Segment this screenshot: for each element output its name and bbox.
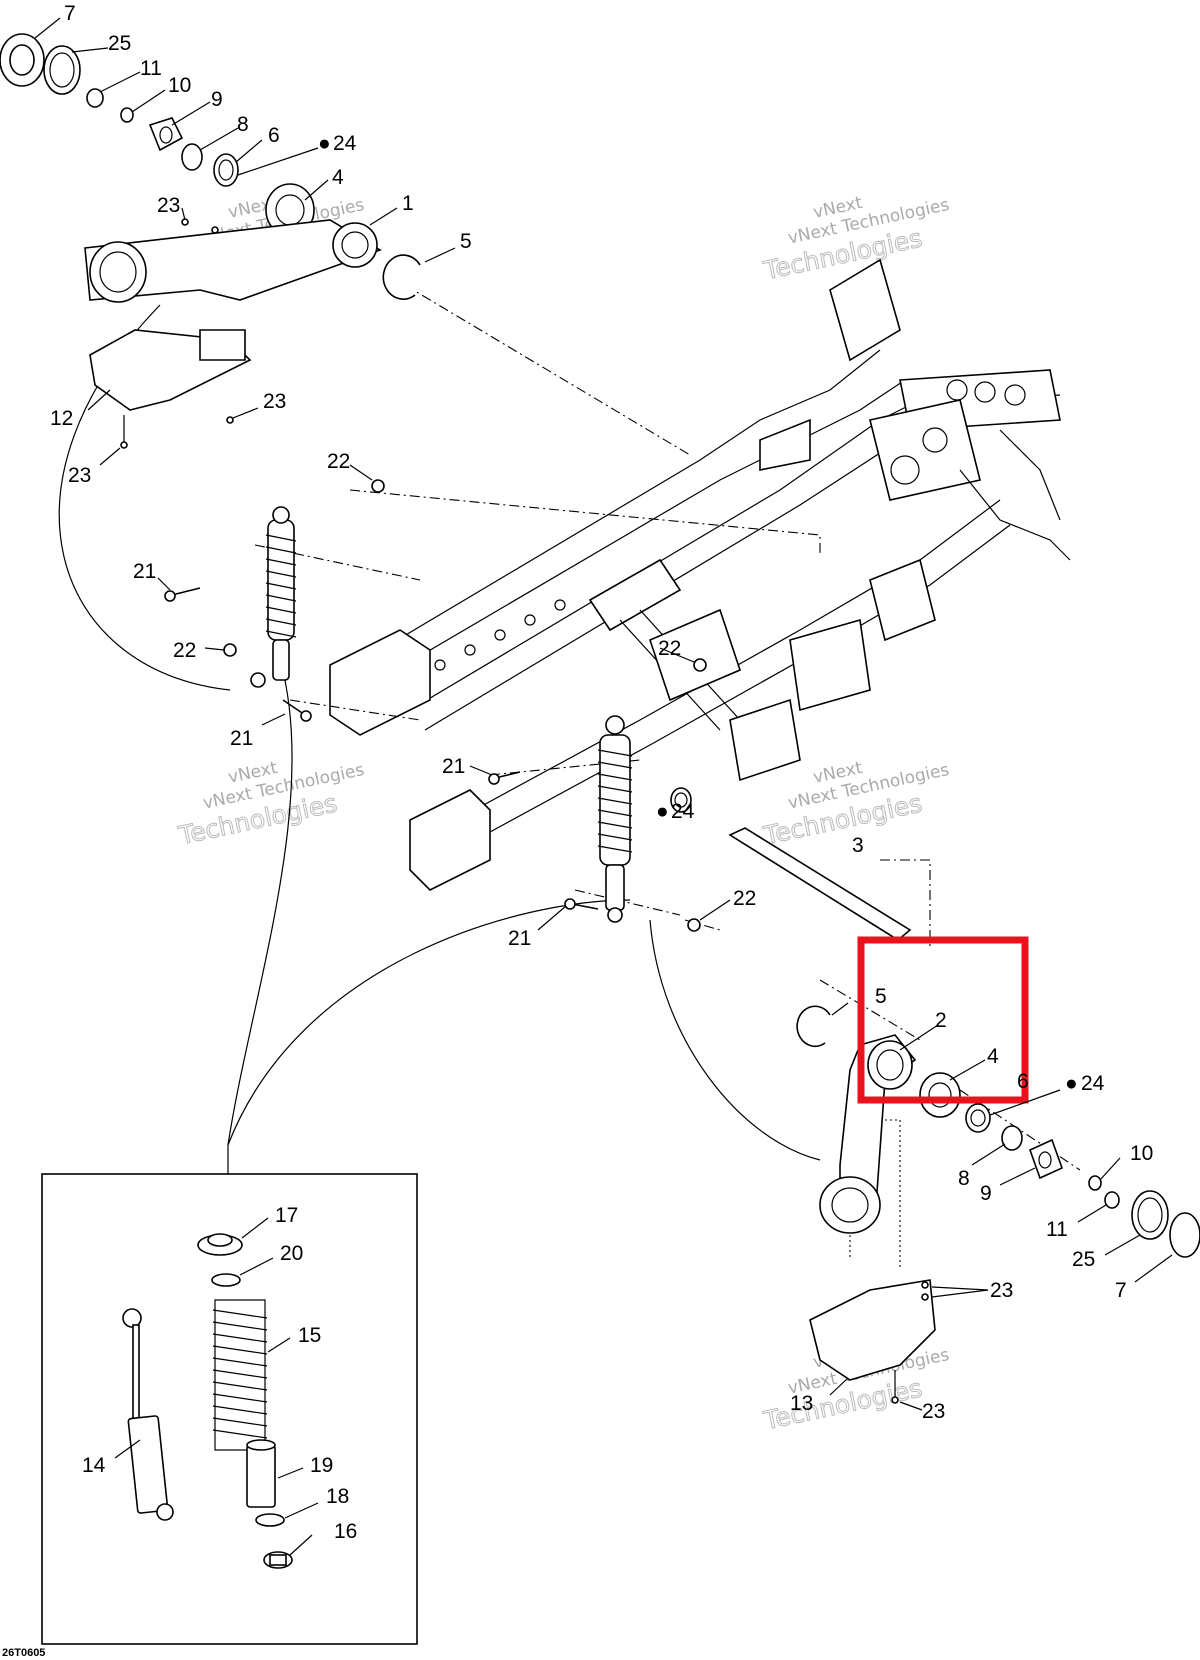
label-21: 21: [442, 755, 465, 778]
label-21: 21: [133, 560, 156, 583]
label-9: 9: [211, 88, 223, 111]
label-12: 12: [50, 407, 73, 430]
label-2: 2: [935, 1009, 947, 1032]
drop-icon: ●: [1065, 1072, 1078, 1095]
label-11: 11: [140, 57, 162, 80]
rear-left-shock: [250, 506, 297, 688]
label-25: 25: [108, 32, 131, 55]
fasteners: [164, 479, 912, 941]
label-10: 10: [1130, 1142, 1153, 1165]
label-7: 7: [1115, 1279, 1127, 1302]
label-7: 7: [64, 2, 76, 25]
label-23: 23: [157, 194, 180, 217]
label-18: 18: [326, 1485, 349, 1508]
label-22: 22: [658, 637, 681, 660]
label-21: 21: [230, 727, 253, 750]
label-23: 23: [263, 390, 286, 413]
leader-lines: [34, 17, 1173, 1556]
label-8: 8: [237, 113, 249, 136]
label-6: 6: [1017, 1070, 1029, 1093]
label-10: 10: [168, 74, 191, 97]
label-4: 4: [987, 1045, 999, 1068]
label-6: 6: [268, 124, 280, 147]
label-24: 24: [671, 800, 695, 823]
label-22: 22: [173, 639, 196, 662]
highlight-box: [857, 936, 1029, 1104]
label-20: 20: [280, 1242, 303, 1265]
label-1: 1: [402, 192, 414, 215]
drop-icon: ●: [318, 132, 331, 155]
label-21: 21: [508, 927, 531, 950]
label-19: 19: [310, 1454, 333, 1477]
label-23: 23: [990, 1279, 1013, 1302]
label-22: 22: [733, 887, 756, 910]
label-24: 24: [1081, 1072, 1105, 1095]
label-11: 11: [1046, 1218, 1068, 1241]
label-5: 5: [875, 985, 887, 1008]
rear-left-trailing-arm: [0, 33, 421, 449]
label-17: 17: [275, 1204, 298, 1227]
label-8: 8: [958, 1167, 970, 1190]
chassis-frame: [329, 258, 1071, 891]
rear-right-shock: [597, 715, 633, 923]
rear-right-trailing-arm: [796, 1005, 1200, 1404]
label-23: 23: [68, 464, 91, 487]
label-9: 9: [980, 1182, 992, 1205]
label-5: 5: [460, 230, 472, 253]
label-16: 16: [334, 1520, 357, 1543]
label-22: 22: [327, 450, 350, 473]
label-4: 4: [332, 166, 344, 189]
label-25: 25: [1072, 1248, 1095, 1271]
reference-code: 26T0605: [2, 1647, 45, 1659]
label-14: 14: [82, 1454, 106, 1477]
label-13: 13: [790, 1392, 813, 1415]
label-23: 23: [922, 1400, 945, 1423]
drop-icon: ●: [656, 800, 669, 823]
part-labels: 7 25 11 10 9 8 6 ● 24 4 1 23 5 12 23 23 …: [2, 2, 1153, 1659]
shock-detail-inset: [41, 1173, 418, 1645]
label-15: 15: [298, 1324, 321, 1347]
label-3: 3: [852, 834, 864, 857]
label-24: 24: [333, 132, 357, 155]
